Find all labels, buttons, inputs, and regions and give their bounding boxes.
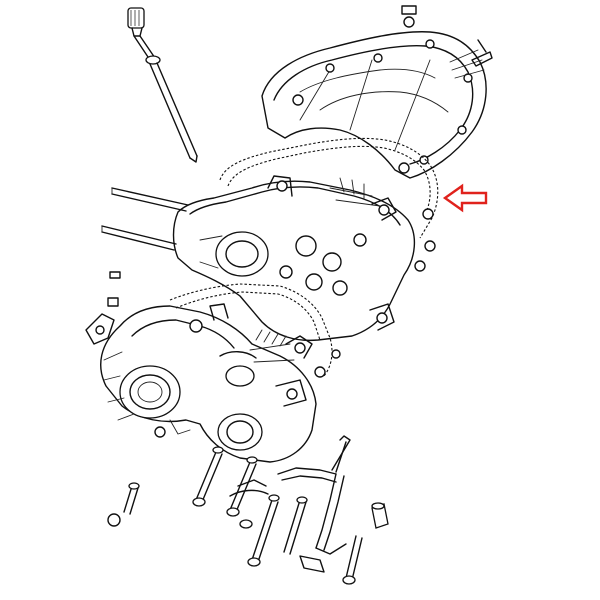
crankcase-nuts (107, 162, 436, 307)
crankcase-gasket (169, 283, 333, 377)
timing-cover (261, 31, 487, 179)
through-studs (101, 187, 189, 251)
mounting-bracket (85, 313, 115, 345)
dipstick (127, 7, 198, 163)
lower-bolts (107, 446, 389, 585)
cover-screws-top (401, 5, 493, 67)
callout-arrow-icon (442, 183, 488, 213)
cover-gasket (219, 137, 439, 239)
crankcase-right-half (172, 175, 415, 342)
crankcase-left-half (100, 303, 341, 463)
linkage-lever (229, 435, 351, 573)
